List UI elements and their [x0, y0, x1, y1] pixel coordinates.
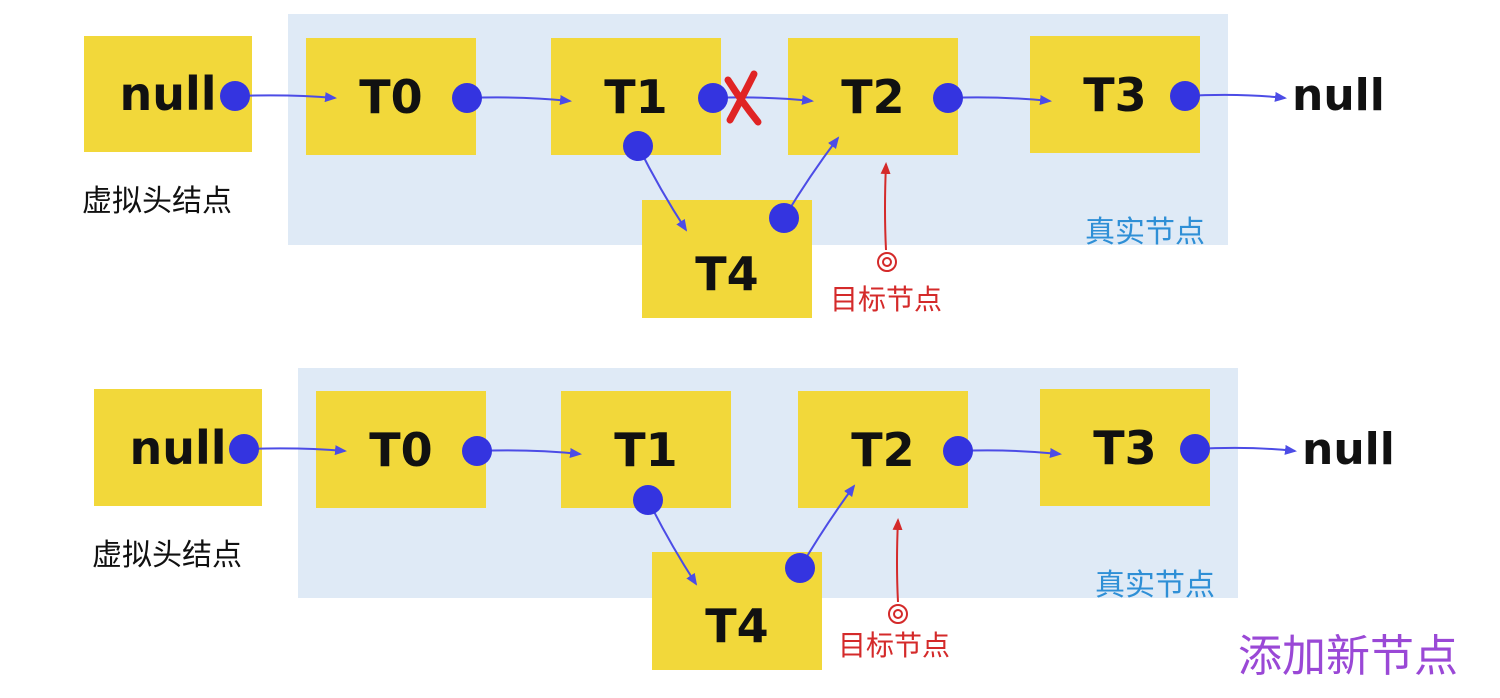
diagram-panel-before: null 虚拟头结点 T0 T1 T2 T3 T4 null 真实节点 目标节点 — [0, 0, 1500, 330]
target-arrow — [892, 518, 903, 603]
pointer-dot-t1-down — [633, 485, 663, 515]
real-nodes-label: 真实节点 — [1095, 568, 1215, 603]
tail-null-text: null — [1292, 70, 1385, 121]
tail-null-text: null — [1302, 424, 1395, 475]
link-t2-t3 — [957, 448, 1062, 458]
pointer-dot-t1-down — [623, 131, 653, 161]
pointer-dot-t4 — [785, 553, 815, 583]
link-head-t0 — [243, 445, 347, 456]
footer-title: 添加新节点 — [1238, 631, 1458, 682]
dummy-head-caption: 虚拟头结点 — [82, 184, 232, 219]
pointer-dot-t4 — [769, 203, 799, 233]
pointer-dot-t0 — [462, 436, 492, 466]
pointer-dot-head — [220, 81, 250, 111]
pointer-dot-t0 — [452, 83, 482, 113]
link-t0-t1 — [476, 448, 582, 458]
real-nodes-label: 真实节点 — [1085, 215, 1205, 250]
link-t3-null — [1184, 91, 1287, 102]
pointer-dot-t2 — [933, 83, 963, 113]
broken-link-icon — [724, 70, 762, 126]
pointer-dot-t3 — [1170, 81, 1200, 111]
links-before — [220, 70, 1287, 272]
link-t0-t1 — [466, 95, 572, 105]
pointer-dot-t3 — [1180, 434, 1210, 464]
target-node-label: 目标节点 — [830, 283, 943, 316]
link-t2-t3 — [947, 95, 1052, 105]
links-after — [229, 434, 1297, 624]
target-marker-icon — [888, 604, 908, 624]
target-node-label: 目标节点 — [838, 629, 951, 662]
pointer-dot-t2 — [943, 436, 973, 466]
link-t3-null — [1194, 444, 1297, 455]
target-marker-icon — [877, 252, 897, 272]
pointer-dot-t1 — [698, 83, 728, 113]
target-arrow — [880, 162, 891, 251]
pointer-dot-head — [229, 434, 259, 464]
dummy-head-caption: 虚拟头结点 — [92, 538, 242, 573]
